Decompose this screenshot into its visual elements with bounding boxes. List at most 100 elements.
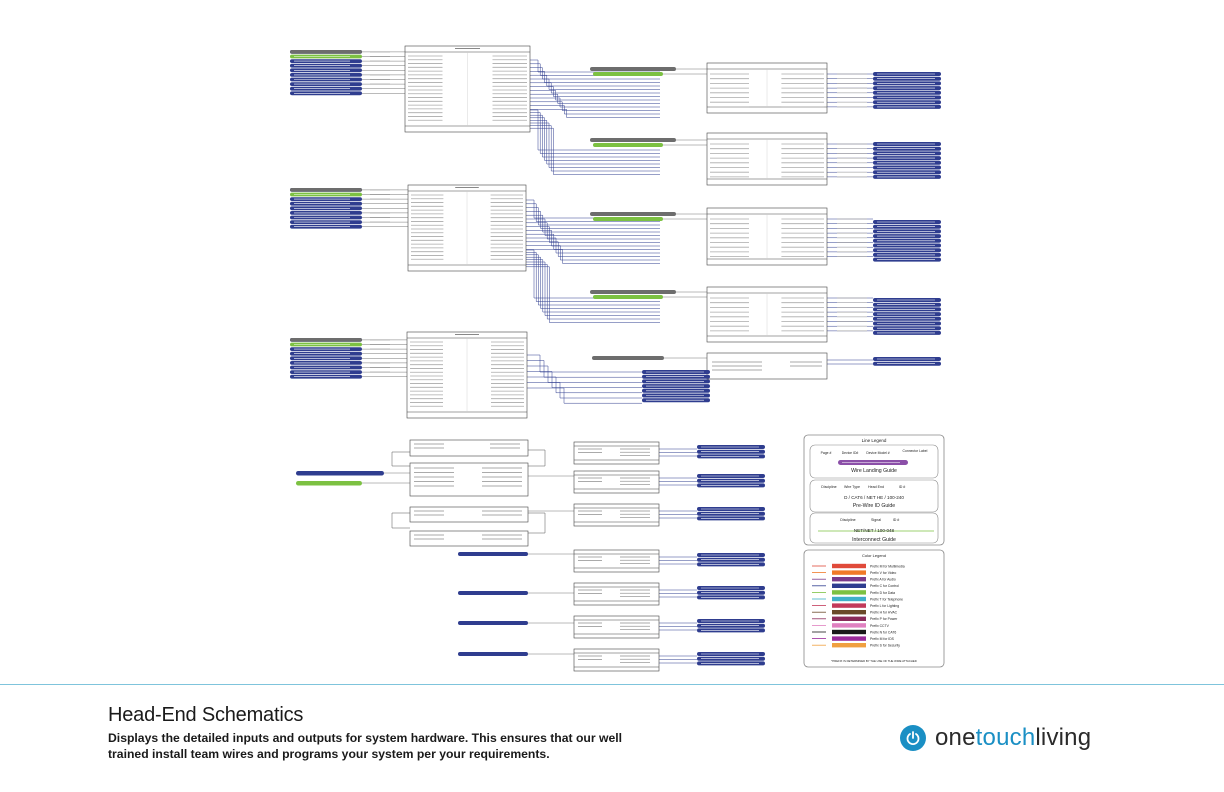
interconnect-wire bbox=[528, 512, 546, 534]
color-legend-label: Prefix H for HVAC bbox=[870, 611, 898, 615]
fanout-wire bbox=[530, 122, 660, 168]
power-icon bbox=[900, 725, 926, 751]
color-swatch bbox=[832, 643, 866, 648]
input-label bbox=[296, 471, 384, 476]
color-legend-label: Prefix D for Data bbox=[870, 591, 895, 595]
device-layer bbox=[290, 45, 941, 672]
fanout-wire bbox=[530, 105, 660, 115]
color-swatch bbox=[832, 577, 866, 582]
page-description: Displays the detailed inputs and outputs… bbox=[108, 731, 623, 761]
interconnect-example: NET/NET / 100-048 bbox=[854, 528, 895, 533]
fanout-wire bbox=[530, 97, 660, 108]
legend-callout: Page # bbox=[821, 451, 832, 455]
color-legend-label: Prefix C for Control bbox=[870, 584, 899, 588]
fanout-wire bbox=[530, 125, 660, 172]
input-label bbox=[458, 552, 528, 556]
brand-wordmark: onetouchliving bbox=[935, 724, 1091, 752]
fanout-wire bbox=[530, 90, 660, 101]
device-id-pill bbox=[592, 356, 664, 360]
page-title: Head-End Schematics bbox=[108, 704, 304, 726]
fanout-wire bbox=[526, 256, 660, 309]
color-legend-title: Color Legend bbox=[862, 553, 886, 558]
fanout-wire bbox=[526, 203, 660, 222]
device-id-pill bbox=[590, 138, 676, 142]
input-label bbox=[290, 188, 362, 192]
fanout-wire bbox=[526, 218, 660, 236]
color-legend-label: Prefix A for Audio bbox=[870, 578, 896, 582]
fanout-wire bbox=[526, 249, 660, 264]
color-swatch bbox=[832, 590, 866, 595]
prewire-example: D / CAT6 / NET HE / 100-240 bbox=[844, 495, 904, 500]
fanout-wire bbox=[530, 86, 660, 97]
fanout-wire bbox=[530, 109, 660, 151]
fanout-wire bbox=[526, 214, 660, 233]
legend-callout: Device Model # bbox=[866, 451, 889, 455]
legend-callout: Signal bbox=[871, 518, 881, 522]
brand-word-living: living bbox=[1035, 724, 1092, 751]
interconnect-wire bbox=[391, 451, 410, 467]
legend-callout: Discipline bbox=[840, 518, 855, 522]
fanout-wire bbox=[526, 211, 660, 229]
color-swatch bbox=[832, 596, 866, 602]
audio-dsp-box bbox=[573, 615, 660, 639]
fanout-wire bbox=[527, 371, 642, 388]
color-swatch bbox=[832, 629, 866, 635]
device-box bbox=[409, 506, 529, 523]
wire-layer bbox=[362, 51, 873, 664]
fanout-wire bbox=[526, 261, 660, 316]
color-swatch bbox=[832, 623, 866, 628]
color-swatch bbox=[832, 616, 866, 621]
color-swatch bbox=[832, 570, 866, 575]
color-legend-label: Prefix CCTV bbox=[870, 624, 890, 628]
input-label bbox=[458, 652, 528, 656]
color-legend-label: Prefix T for Telephone bbox=[870, 597, 903, 601]
input-label bbox=[290, 338, 362, 342]
fanout-wire bbox=[527, 360, 642, 378]
fanout-wire bbox=[530, 71, 660, 83]
fanout-wire bbox=[527, 365, 642, 383]
input-label bbox=[296, 481, 362, 486]
fanout-wire bbox=[530, 82, 660, 94]
color-swatch bbox=[832, 610, 866, 615]
color-legend-label: Prefix S for Security bbox=[870, 644, 900, 648]
audio-dsp-box bbox=[573, 582, 660, 606]
fanout-wire bbox=[527, 354, 642, 373]
color-swatch bbox=[832, 636, 866, 641]
legend-callout: Wire Type bbox=[844, 485, 860, 489]
device-box bbox=[409, 462, 529, 497]
prewire-box bbox=[809, 479, 939, 513]
color-legend-label: Prefix N for CAT6 bbox=[870, 630, 896, 634]
fanout-wire bbox=[526, 264, 660, 320]
fanout-wire bbox=[527, 387, 642, 404]
fanout-wire bbox=[526, 254, 660, 306]
fanout-wire bbox=[530, 74, 660, 87]
interconnect-box bbox=[809, 512, 939, 544]
legend-callout: Device ID# bbox=[842, 451, 859, 455]
device-id-pill bbox=[590, 67, 676, 71]
color-legend-label: Prefix V for Video bbox=[870, 571, 896, 575]
device-id-pill bbox=[593, 72, 663, 76]
fanout-wire bbox=[530, 120, 660, 165]
input-label bbox=[290, 50, 362, 54]
brand-word-touch: touch bbox=[975, 724, 1036, 751]
audio-dsp-box bbox=[573, 549, 660, 573]
device-id-pill bbox=[593, 295, 663, 299]
interconnect-caption: Interconnect Guide bbox=[852, 537, 896, 543]
device-id-pill bbox=[590, 212, 676, 216]
color-legend-label: Prefix P for Power bbox=[870, 617, 898, 621]
fanout-wire bbox=[530, 101, 660, 111]
legend-callout: Discipline bbox=[821, 485, 836, 489]
wire-landing-caption: Wire Landing Guide bbox=[851, 468, 897, 474]
color-swatch bbox=[832, 563, 866, 569]
fanout-wire bbox=[526, 245, 660, 261]
fanout-wire bbox=[530, 93, 660, 104]
color-legend-label: Prefix L for Lighting bbox=[870, 604, 899, 608]
brand-word-one: one bbox=[935, 724, 976, 751]
legend-callout: Connector Label bbox=[903, 449, 928, 453]
legend-callout: ID # bbox=[893, 518, 900, 522]
fanout-wire bbox=[527, 382, 642, 399]
fanout-wire bbox=[526, 266, 660, 323]
line-legend-title: Line Legend bbox=[862, 438, 887, 443]
fanout-wire bbox=[526, 226, 660, 243]
